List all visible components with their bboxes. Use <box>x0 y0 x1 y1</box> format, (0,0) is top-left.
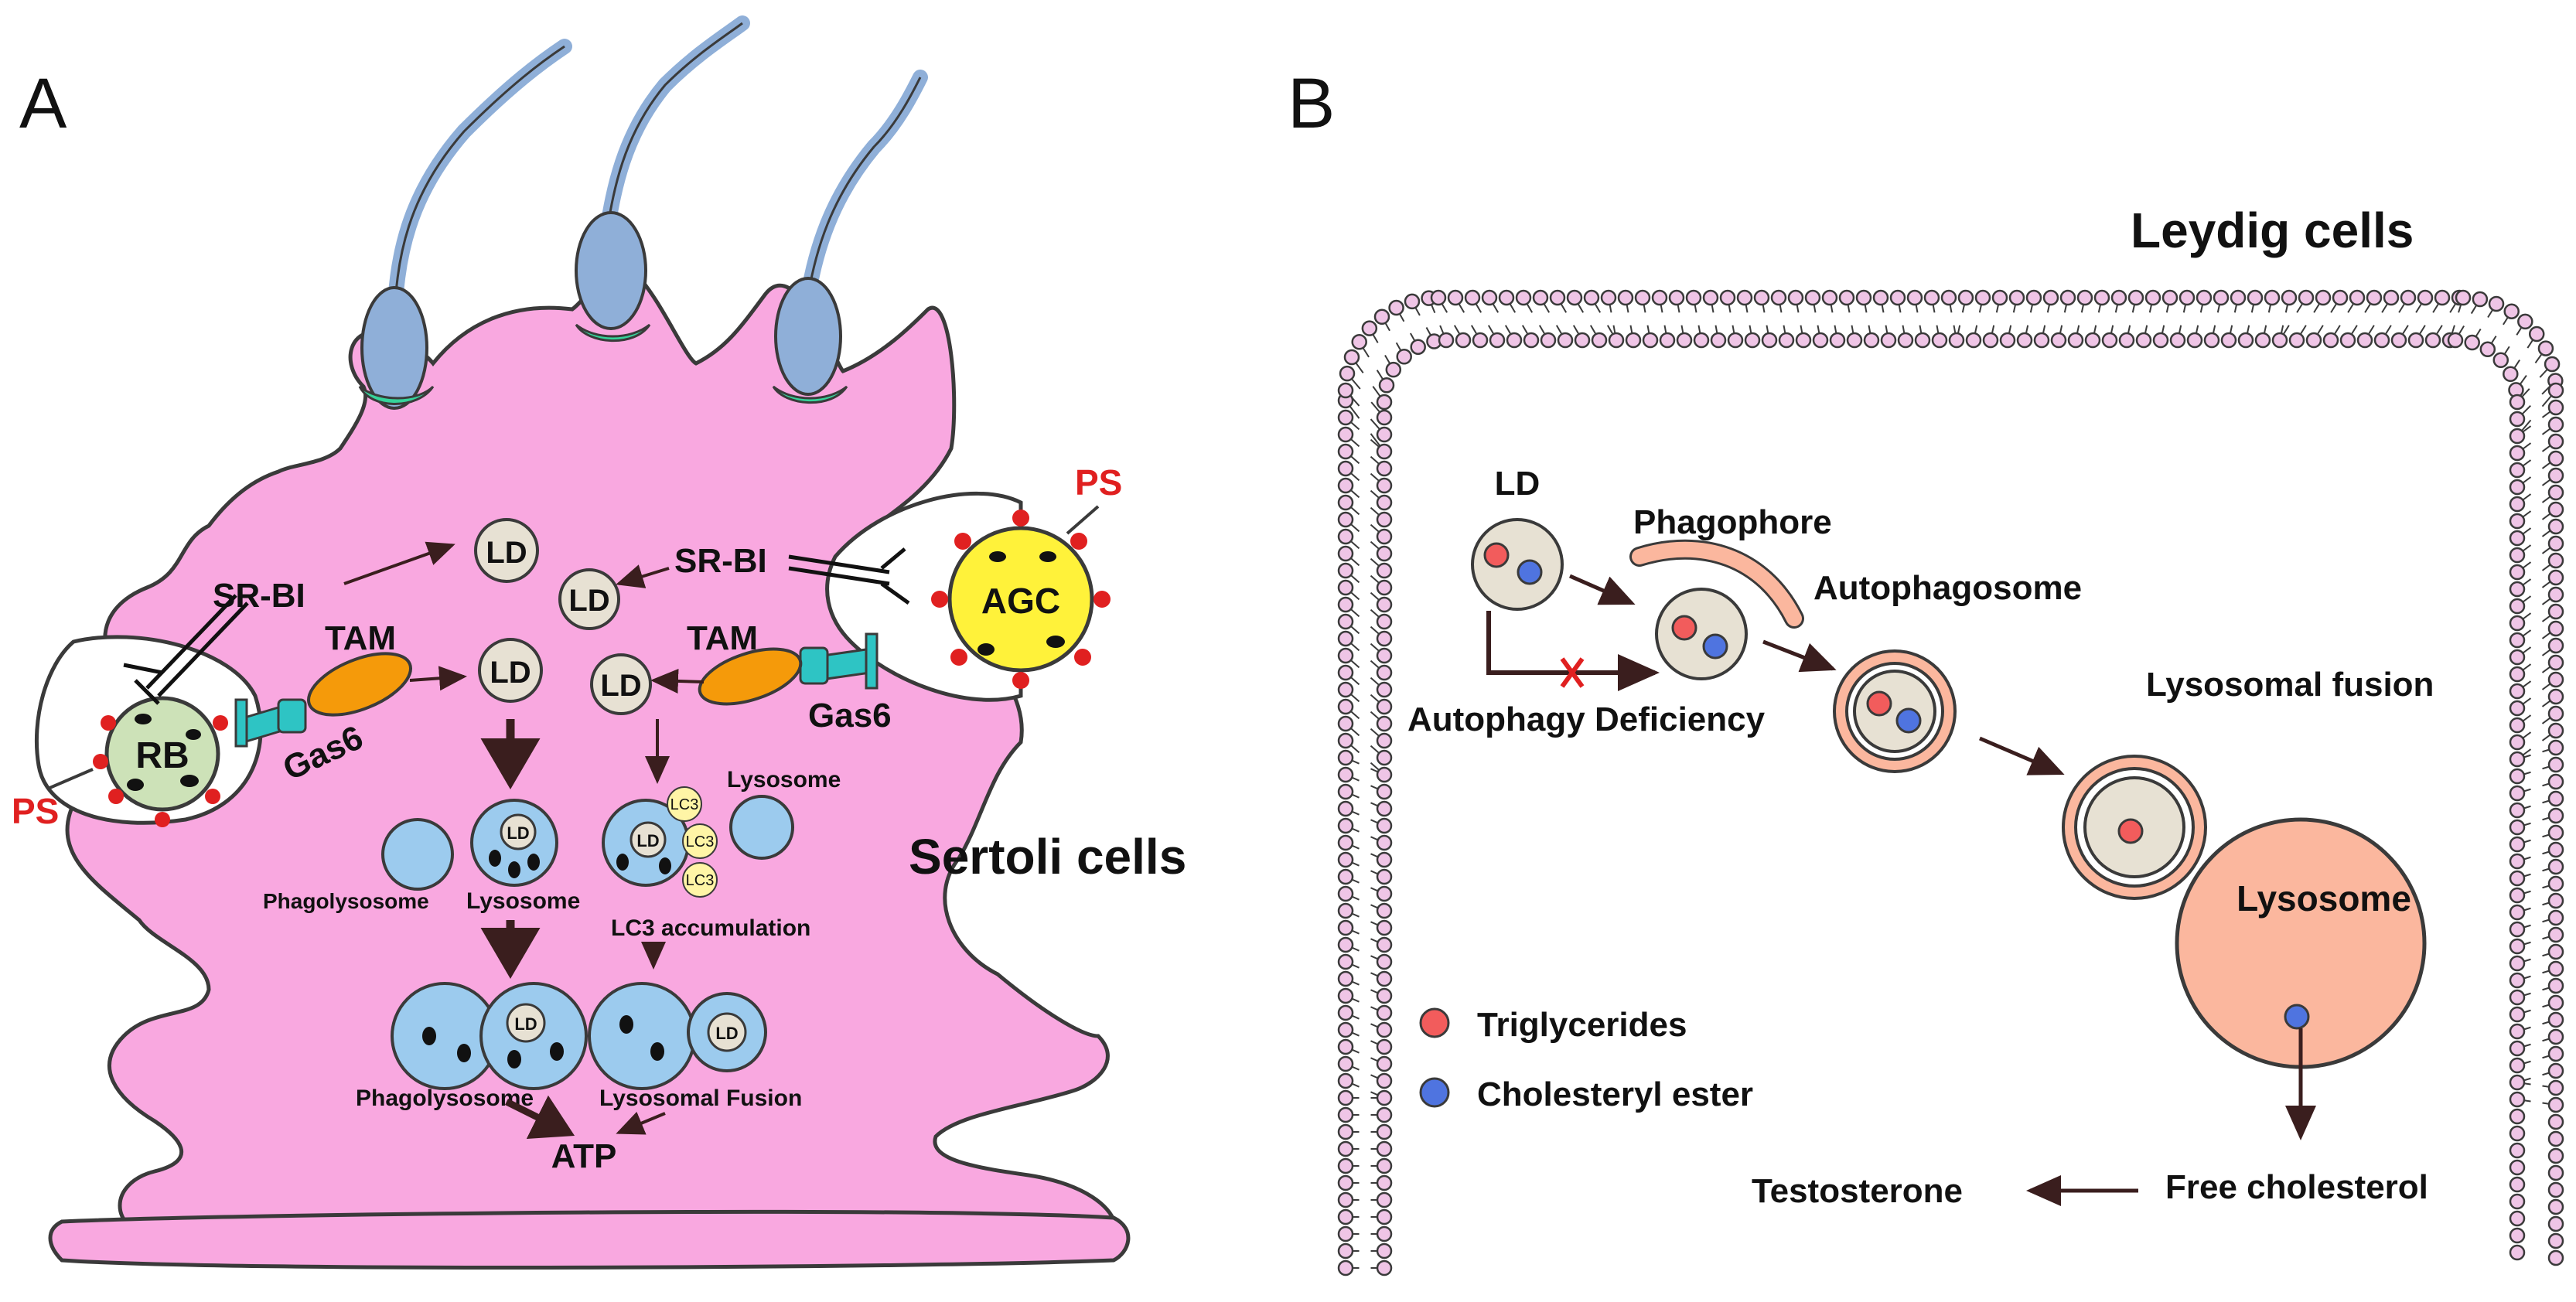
phagophore-label: Phagophore <box>1633 503 1832 541</box>
arrow-autophagosome-to-fusion <box>1979 736 2065 775</box>
rb-ps-dots <box>93 715 228 827</box>
legend-triglycerides-swatch <box>1419 1007 1450 1038</box>
membrane-outer-heads <box>1337 289 2564 1276</box>
sr-bi-right-arrow <box>616 564 670 588</box>
sr-bi-left-receptor <box>123 594 249 705</box>
ld-droplets-a: LD LD LD LD <box>474 518 652 715</box>
rb-label: RB <box>135 735 189 776</box>
ps-left-label: PS <box>12 791 59 831</box>
agc-label: AGC <box>981 581 1060 621</box>
legend: Triglycerides Cholesteryl ester <box>1419 1006 1753 1113</box>
phagolysosome-bottom-label: Phagolysosome <box>356 1086 534 1111</box>
agc-body: AGC <box>931 510 1111 689</box>
arrow-phagophore-to-autophagosome <box>1762 639 1837 673</box>
ps-right-label: PS <box>1075 462 1122 503</box>
lysosomal-fusion-organelle: LD <box>588 982 767 1090</box>
lc3-lysosome-ld-label: LD <box>636 831 659 850</box>
ld-label-4: LD <box>600 669 641 703</box>
cell-membrane <box>1337 289 2564 1276</box>
ld-label-2: LD <box>568 584 609 618</box>
panel-b-letter: B <box>1288 64 1335 143</box>
sr-bi-left-arrow <box>343 541 455 585</box>
atp-label: ATP <box>551 1137 617 1175</box>
tam-left-label: TAM <box>325 619 396 657</box>
lc3-accumulation-label: LC3 accumulation <box>611 915 810 941</box>
fusion-ld-label: LD <box>715 1024 738 1043</box>
lc3-label-2: LC3 <box>686 833 715 850</box>
agc-ps-dots <box>931 510 1111 689</box>
sertoli-cells-label: Sertoli cells <box>909 829 1186 884</box>
ld-b-label: LD <box>1495 465 1540 503</box>
membrane-inner-heads <box>1376 332 2526 1276</box>
rb-body: RB <box>93 696 228 827</box>
tam-right-arrow <box>650 668 705 694</box>
panel-a: A <box>12 15 1186 1270</box>
lc3-label-3: LC3 <box>686 872 715 889</box>
tam-right <box>698 647 803 706</box>
autophagosome-structure <box>1833 649 1957 773</box>
ld-label-1: LD <box>486 536 527 570</box>
phagolysosome-top-label: Phagolysosome <box>263 889 429 913</box>
arrow-fusion-to-atp <box>616 1111 666 1135</box>
lysosome-lc3: LD LC3 LC3 LC3 <box>602 786 718 898</box>
legend-cholesteryl-label: Cholesteryl ester <box>1477 1075 1753 1113</box>
lysosome-right <box>729 795 794 860</box>
tam-right-label: TAM <box>687 619 758 657</box>
leydig-cells-label: Leydig cells <box>2131 203 2414 258</box>
lysosome-ld-label: LD <box>507 823 529 843</box>
sperm-3 <box>772 70 928 404</box>
lysosomal-fusion-label: Lysosomal Fusion <box>599 1086 802 1111</box>
lysosome-with-ld: LD <box>470 799 558 887</box>
bottom-strip <box>48 1209 1131 1270</box>
arrow-phago-to-atp <box>504 1095 575 1140</box>
phagolysosome-empty <box>381 818 454 891</box>
tam-left <box>306 652 413 717</box>
legend-triglycerides-label: Triglycerides <box>1477 1006 1687 1044</box>
block-x-icon <box>1560 657 1585 688</box>
phagolysosome-fused: LD <box>391 982 588 1090</box>
membrane-tails <box>1345 297 2557 1269</box>
sperm-1 <box>358 39 572 410</box>
lysosome-b-label: Lysosome <box>2237 878 2411 919</box>
gas6-right-label: Gas6 <box>808 697 892 735</box>
phagophore-structure <box>1629 539 1804 680</box>
lysosome-right-label: Lysosome <box>727 767 841 792</box>
sr-bi-right-receptor <box>788 547 910 605</box>
phagolysosome-ld-label: LD <box>514 1014 537 1034</box>
arrow-ld-to-phagophore <box>1568 574 1636 605</box>
panel-a-letter: A <box>19 64 67 143</box>
sr-bi-left-label: SR-BI <box>213 577 305 615</box>
legend-cholesteryl-swatch <box>1419 1077 1450 1108</box>
lysosome-mid-label: Lysosome <box>466 888 580 914</box>
gas6-right <box>799 632 879 690</box>
lysosome-fusion-structure <box>2062 755 2427 1069</box>
autophagosome-label: Autophagosome <box>1813 569 2082 607</box>
autophagy-deficiency-path <box>1486 611 1660 691</box>
ld-droplet-b <box>1471 518 1564 611</box>
gas6-left <box>234 698 307 748</box>
autophagy-deficiency-label: Autophagy Deficiency <box>1407 700 1766 738</box>
panel-b: B Leydig cells LD Phagophore Autophagy D… <box>1288 64 2564 1276</box>
sr-bi-right-label: SR-BI <box>674 542 767 580</box>
sperm-2 <box>575 15 750 343</box>
ld-label-3: LD <box>490 656 531 690</box>
lc3-label-1: LC3 <box>670 796 699 813</box>
lysosomal-fusion-b-label: Lysosomal fusion <box>2146 666 2434 704</box>
tam-left-arrow <box>409 666 467 691</box>
testosterone-label: Testosterone <box>1752 1172 1963 1210</box>
free-cholesterol-label: Free cholesterol <box>2165 1168 2428 1206</box>
